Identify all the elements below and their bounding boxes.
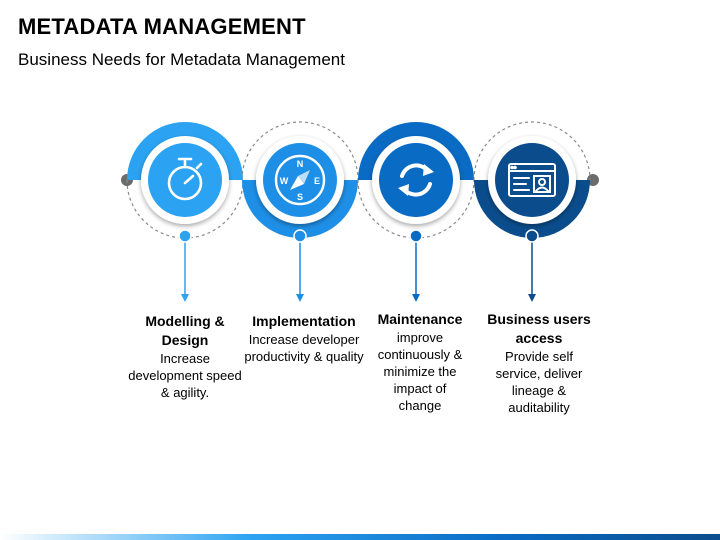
step-1-heading: Modelling & Design [145, 313, 225, 348]
step-4-card: Business users access Provide self servi… [485, 310, 593, 416]
step-4-description: Provide self service, deliver lineage & … [495, 349, 583, 415]
step-3-node [357, 122, 475, 302]
id-card-icon [508, 163, 556, 197]
stopwatch-icon [167, 157, 203, 201]
compass-n: N [297, 159, 304, 169]
step-2-description: Increase developer productivity & qualit… [244, 332, 364, 364]
step-2-card: Implementation Increase developer produc… [236, 312, 372, 365]
page-title: METADATA MANAGEMENT [18, 14, 306, 39]
step-1-node [126, 122, 244, 302]
step-4-node [473, 121, 591, 302]
refresh-icon [398, 163, 434, 197]
compass-s: S [297, 192, 303, 202]
bottom-accent-bar [0, 534, 720, 540]
step-3-description: improve continuously & minimize the impa… [377, 330, 463, 413]
compass-icon: N S E W [274, 154, 326, 206]
step-4-heading: Business users access [487, 311, 591, 346]
step-3-heading: Maintenance [377, 311, 463, 327]
step-2-heading: Implementation [252, 313, 356, 329]
step-1-card: Modelling & Design Increase development … [125, 312, 245, 401]
step-1-description: Increase development speed & agility. [128, 351, 242, 400]
step-3-card: Maintenance improve continuously & minim… [372, 310, 468, 414]
page-subtitle: Business Needs for Metadata Management [18, 50, 345, 69]
compass-w: W [280, 176, 289, 186]
step-2-node: N S E W [241, 121, 359, 302]
compass-e: E [314, 176, 320, 186]
